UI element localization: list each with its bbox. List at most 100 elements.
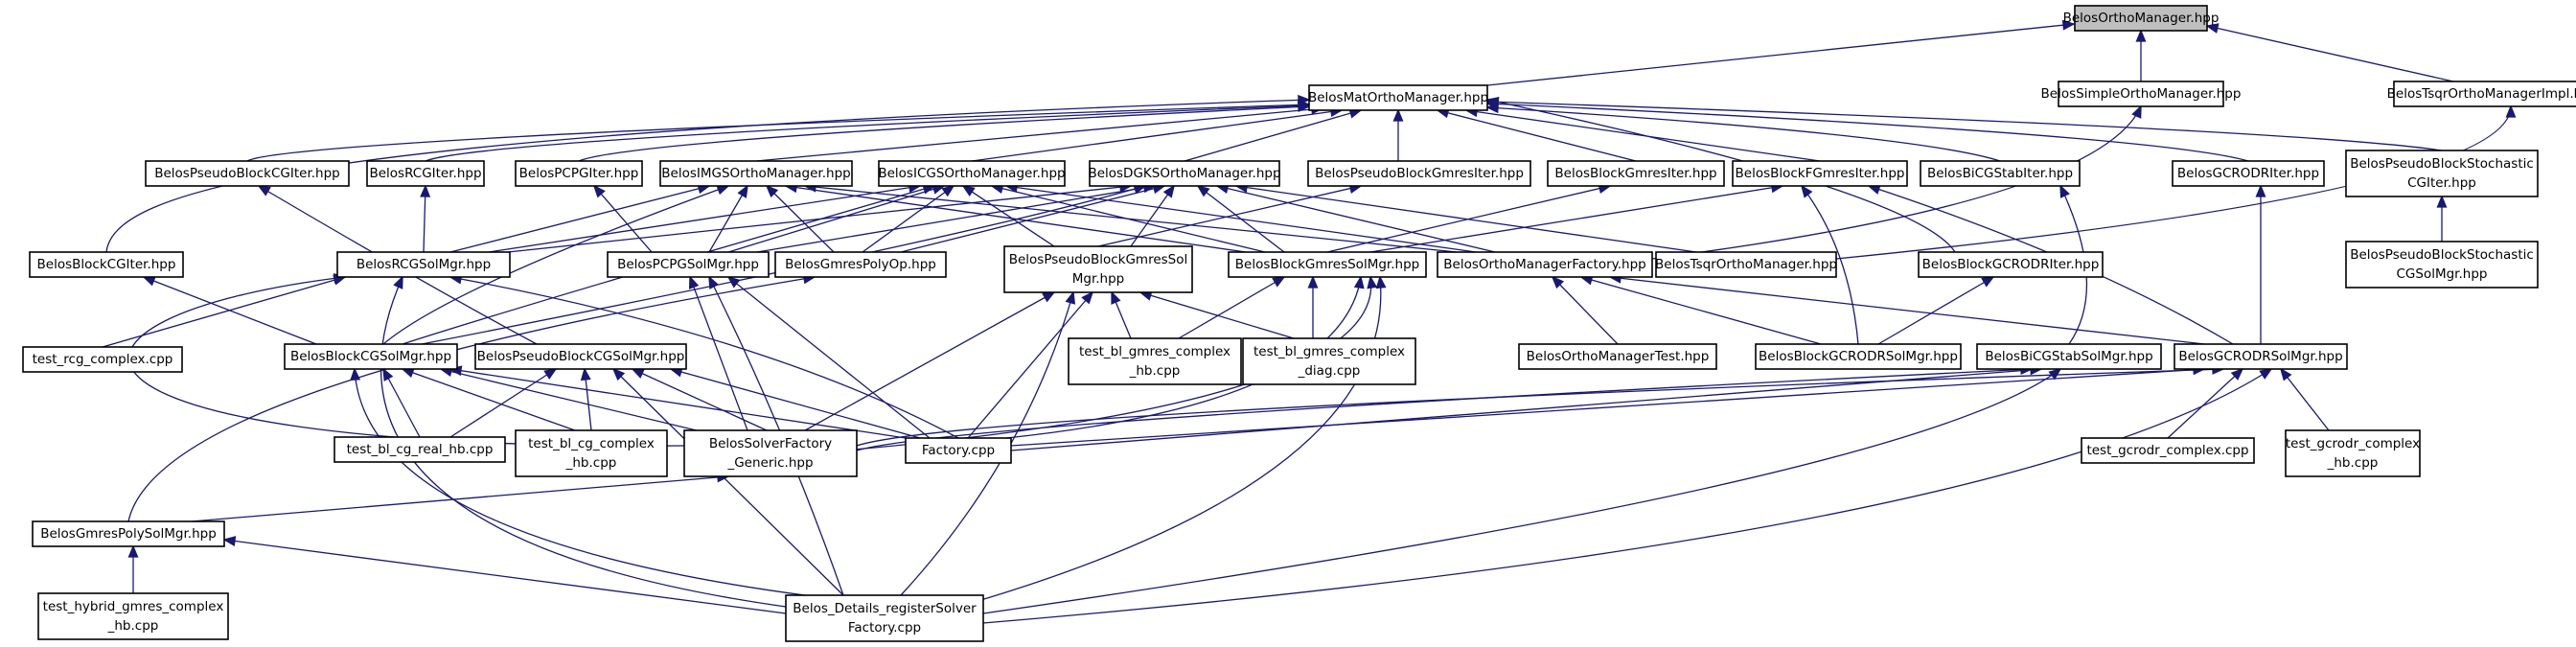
edge-line bbox=[1609, 276, 2205, 345]
arrow-head-icon bbox=[2255, 184, 2266, 197]
node-testgcrodrhb[interactable]: test_gcrodr_complex_hb.cpp bbox=[2285, 429, 2421, 477]
node-box bbox=[878, 160, 1066, 187]
edge-line bbox=[982, 368, 2061, 614]
node-label: _Generic.hpp bbox=[726, 455, 813, 471]
arrow-head-icon bbox=[222, 536, 237, 546]
node-testhybrid[interactable]: test_hybrid_gmres_complex_hb.cpp bbox=[37, 592, 229, 640]
node-rcgsolmgr[interactable]: BelosRCGSolMgr.hpp bbox=[336, 251, 511, 278]
node-box bbox=[515, 429, 668, 477]
node-testgcrodr[interactable]: test_gcrodr_complex.cpp bbox=[2081, 437, 2255, 464]
edge-details-to-pbcgsolmgr bbox=[611, 367, 844, 596]
node-label: BelosRCGSolMgr.hpp bbox=[356, 257, 491, 272]
node-omfactory[interactable]: BelosOrthoManagerFactory.hpp bbox=[1437, 251, 1653, 278]
node-gcrodrsolmgr[interactable]: BelosGCRODRSolMgr.hpp bbox=[2174, 343, 2348, 370]
edge-line bbox=[246, 104, 1310, 162]
edge-details-to-bcgsolmgr bbox=[350, 367, 806, 596]
node-testblgmres[interactable]: test_bl_gmres_complex_hb.cpp bbox=[1068, 337, 1242, 385]
node-bcgiter[interactable]: BelosBlockCGIter.hpp bbox=[29, 251, 184, 278]
node-gmrespolysolmgr[interactable]: BelosGmresPolySolMgr.hpp bbox=[32, 520, 225, 547]
node-box bbox=[607, 251, 770, 278]
node-bicgstabsolmgr[interactable]: BelosBiCGStabSolMgr.hpp bbox=[1976, 343, 2162, 370]
edge-line bbox=[1010, 368, 2205, 447]
node-bgmressolmgr[interactable]: BelosBlockGmresSolMgr.hpp bbox=[1228, 251, 1427, 278]
node-ortho[interactable]: BelosOrthoManager.hpp bbox=[2063, 5, 2220, 32]
node-bgmresiter[interactable]: BelosBlockGmresIter.hpp bbox=[1547, 160, 1725, 187]
edge-omfactory-to-simple bbox=[1651, 104, 2142, 260]
node-bfgmresiter[interactable]: BelosBlockFGmresIter.hpp bbox=[1732, 160, 1908, 187]
node-icgs[interactable]: BelosICGSOrthoManager.hpp bbox=[878, 160, 1066, 187]
edge-line bbox=[1486, 103, 2249, 162]
node-box bbox=[683, 429, 858, 477]
arrow-head-icon bbox=[1162, 184, 1175, 198]
edge-testblgmres-to-bgmressolmgr bbox=[1178, 276, 1286, 339]
node-pbcgiter[interactable]: BelosPseudoBlockCGIter.hpp bbox=[145, 160, 350, 187]
node-label: test_gcrodr_complex.cpp bbox=[2086, 443, 2248, 458]
node-pbcgsolmgr[interactable]: BelosPseudoBlockCGSolMgr.hpp bbox=[474, 343, 687, 370]
edge-line bbox=[354, 368, 806, 596]
arrow-head-icon bbox=[2135, 29, 2147, 42]
node-omtest[interactable]: BelosOrthoManagerTest.hpp bbox=[1518, 343, 1717, 370]
edge-testhybrid-to-gmrespolysolmgr bbox=[127, 544, 139, 593]
node-dgks[interactable]: BelosDGKSOrthoManager.hpp bbox=[1088, 160, 1281, 187]
edge-line bbox=[689, 276, 748, 431]
arrow-head-icon bbox=[1392, 108, 1404, 122]
node-bgcrodrsolmgr[interactable]: BelosBlockGCRODRSolMgr.hpp bbox=[1755, 343, 1962, 370]
edge-line bbox=[102, 276, 346, 348]
edge-line bbox=[382, 368, 421, 438]
node-pcpgiter[interactable]: BelosPCPGIter.hpp bbox=[515, 160, 643, 187]
node-box bbox=[336, 251, 511, 278]
arrow-head-icon bbox=[580, 367, 591, 381]
node-testblgmresdiag[interactable]: test_bl_gmres_complex_diag.cpp bbox=[1242, 337, 1416, 385]
node-box bbox=[659, 160, 853, 187]
node-bgcroditer[interactable]: BelosBlockGCRODRIter.hpp bbox=[1918, 251, 2104, 278]
arrow-head-icon bbox=[961, 185, 976, 196]
node-gmrespolyop[interactable]: BelosGmresPolyOp.hpp bbox=[774, 251, 947, 278]
edge-icgs-to-mat bbox=[971, 106, 1344, 162]
node-rcgiter[interactable]: BelosRCGIter.hpp bbox=[366, 160, 485, 187]
node-tsqrimpl[interactable]: BelosTsqrOrthoManagerImpl.hpp bbox=[2387, 81, 2576, 107]
edge-line bbox=[1235, 185, 1697, 253]
node-gcroditer[interactable]: BelosGCRODRIter.hpp bbox=[2172, 160, 2325, 187]
node-simple[interactable]: BelosSimpleOrthoManager.hpp bbox=[2041, 81, 2242, 107]
node-bicgstabiter[interactable]: BelosBiCGStabIter.hpp bbox=[1920, 160, 2081, 187]
node-solverfactory[interactable]: BelosSolverFactory_Generic.hpp bbox=[683, 429, 858, 477]
edge-simple-to-ortho bbox=[2135, 29, 2147, 81]
edge-line bbox=[900, 185, 1165, 253]
edge-line bbox=[1184, 109, 1362, 162]
node-label: test_hybrid_gmres_complex bbox=[43, 599, 224, 614]
edge-line bbox=[440, 368, 729, 439]
node-label: BelosBlockCGIter.hpp bbox=[37, 257, 176, 272]
edge-details-to-gcrodrsolmgr bbox=[982, 368, 2273, 624]
arrow-head-icon bbox=[631, 368, 645, 379]
node-box bbox=[1437, 251, 1653, 278]
node-box bbox=[1918, 251, 2104, 278]
node-box bbox=[905, 437, 1012, 464]
edge-line bbox=[2280, 368, 2330, 431]
node-bcgsolmgr[interactable]: BelosBlockCGSolMgr.hpp bbox=[284, 343, 458, 370]
node-imgs[interactable]: BelosIMGSOrthoManager.hpp bbox=[659, 160, 853, 187]
node-tsqrom[interactable]: BelosTsqrOrthoManager.hpp bbox=[1655, 251, 1837, 278]
edge-gcrodrsolmgr-to-gcroditer bbox=[2255, 184, 2266, 344]
edge-line bbox=[2206, 25, 2454, 82]
arrow-head-icon bbox=[382, 367, 394, 381]
node-pcpgsolmgr[interactable]: BelosPCPGSolMgr.hpp bbox=[607, 251, 770, 278]
arrow-head-icon bbox=[127, 544, 139, 558]
node-testblcgcomplex[interactable]: test_bl_cg_complex_hb.cpp bbox=[515, 429, 668, 477]
arrow-head-icon bbox=[1111, 290, 1121, 305]
node-testrcg[interactable]: test_rcg_complex.cpp bbox=[22, 346, 183, 373]
node-box bbox=[2345, 150, 2539, 197]
node-pbgmresiter[interactable]: BelosPseudoBlockGmresIter.hpp bbox=[1307, 160, 1531, 187]
edge-line bbox=[971, 109, 1343, 162]
node-mat[interactable]: BelosMatOrthoManager.hpp bbox=[1308, 84, 1488, 111]
node-testblcgreal[interactable]: test_bl_cg_real_hb.cpp bbox=[334, 436, 506, 463]
edge-line bbox=[982, 368, 2272, 624]
arrow-head-icon bbox=[737, 184, 748, 198]
node-factory[interactable]: Factory.cpp bbox=[905, 437, 1012, 464]
edge-line bbox=[449, 185, 710, 253]
edge-line bbox=[727, 276, 931, 439]
